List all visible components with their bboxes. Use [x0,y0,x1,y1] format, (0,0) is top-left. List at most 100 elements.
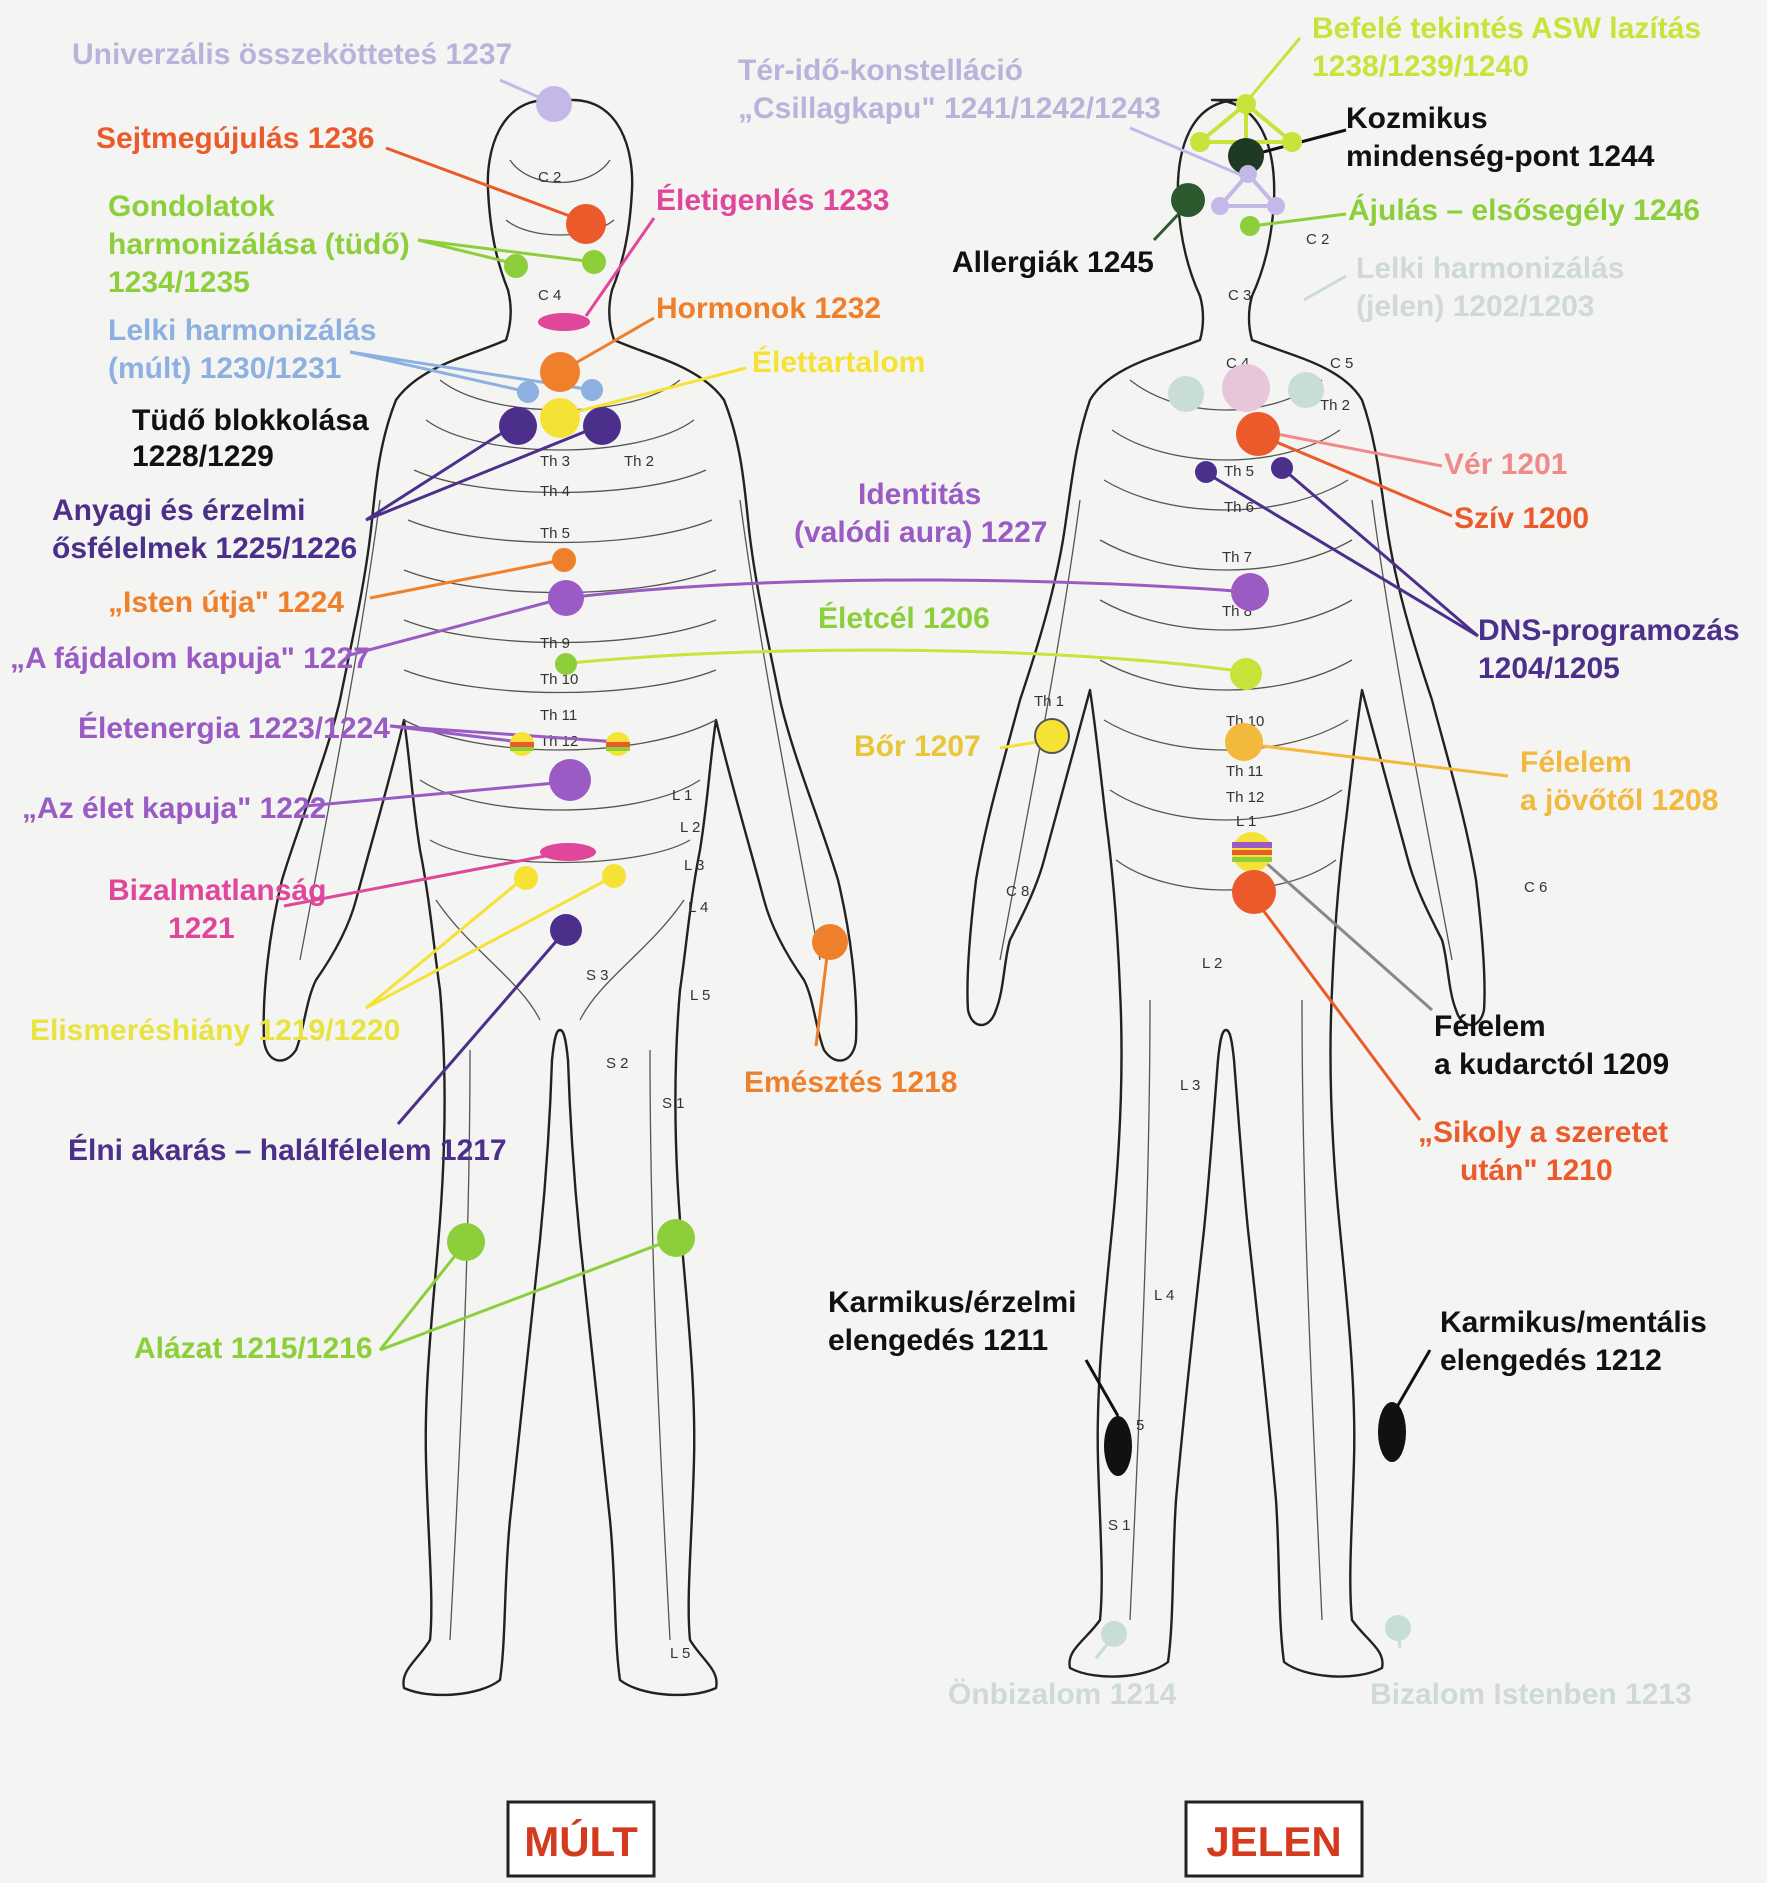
label-1221-a: Bizalmatlanság [108,874,326,907]
label-1209-a: Félelem [1434,1010,1546,1043]
vert-label: C 2 [1306,231,1329,248]
label-1225-b: ősfélelmek 1225/1226 [52,532,357,565]
dot-1219 [514,866,538,890]
label-1210-a: „Sikoly a szeretet [1418,1116,1668,1149]
label-1237: Univerzális összekötteteś 1237 [72,38,512,71]
panel-title-jelen: JELEN [1186,1802,1362,1876]
label-1245: Allergiák 1245 [952,246,1154,279]
leader-1206 [560,650,1244,672]
vert-label: L 1 [672,787,692,804]
label-1244-a: Kozmikus [1346,102,1488,135]
dot-1228 [499,407,537,445]
label-1206: Életcél 1206 [818,601,990,635]
label-1208-a: Félelem [1520,746,1632,779]
label-1238-a: Befelé tekintés ASW lazítás [1312,12,1701,45]
leader-1209 [1256,854,1432,1010]
label-1227b-a: Identitás [858,478,981,511]
dot-1206-right [1230,658,1262,690]
vert-label: Th 12 [1226,789,1264,806]
vert-label: Th 3 [540,453,570,470]
vert-label: L 2 [680,819,700,836]
panel-title-jelen-text: JELEN [1206,1818,1341,1865]
leader-1246 [1252,214,1346,226]
dot-1217 [550,914,582,946]
vert-label: S 3 [586,967,609,984]
left-labels: Univerzális összekötteteś 1237 Sejtmegúj… [10,38,958,1365]
dot-1208 [1225,723,1263,761]
dot-1220 [602,864,626,888]
vert-label: C 3 [1228,287,1251,304]
dot-1231 [581,379,603,401]
dot-1215 [447,1223,485,1261]
dot-1214 [1101,1621,1127,1647]
right-labels: Befelé tekintés ASW lazítás 1238/1239/12… [1312,12,1740,1711]
vert-label: Th 9 [540,635,570,652]
dot-1207 [1035,719,1069,753]
dot-1202 [1168,376,1204,412]
leader-1225 [366,424,604,520]
vert-label: C 6 [1524,879,1547,896]
panel-title-mult-text: MÚLT [524,1817,638,1865]
vert-label: S 1 [662,1095,685,1112]
panel-title-mult: MÚLT [508,1802,654,1876]
leader-1227 [346,598,564,656]
label-1202-a: Lelki harmonizálás [1356,252,1624,285]
dot-1227 [548,580,584,616]
label-1213: Bizalom Istenben 1213 [1370,1678,1692,1711]
dot-1210 [1232,870,1276,914]
leader-1215 [380,1238,676,1350]
label-1238-b: 1238/1239/1240 [1312,50,1529,83]
label-1225-a: Anyagi és érzelmi [52,494,305,527]
vert-label: Th 11 [540,707,577,724]
label-1244-b: mindenség-pont 1244 [1346,140,1655,173]
right-body-outline [967,100,1484,1677]
dot-1232 [540,352,580,392]
dot-1234 [504,254,528,278]
dot-1206-left [555,653,577,675]
dot-1236 [566,204,606,244]
dot-1222 [549,759,591,801]
label-1221-b: 1221 [168,912,235,945]
dot-1216 [657,1219,695,1257]
label-1234-c: 1234/1235 [108,266,250,299]
label-1215: Alázat 1215/1216 [134,1332,373,1365]
vert-label: Th 10 [540,671,578,688]
vert-label: Th 1 [1034,693,1064,710]
vert-label: L 1 [1236,813,1256,830]
leader-1238 [1248,38,1300,100]
vert-label: 5 [1136,1417,1144,1434]
vert-label: L 3 [684,857,704,874]
dot-1227b [1231,573,1269,611]
leader-1223 [390,726,618,742]
leader-1219 [366,876,614,1008]
label-1224: „Isten útja" 1224 [108,586,344,619]
vert-label: L 4 [688,899,708,916]
vert-label: S 2 [606,1055,629,1072]
label-1212-a: Karmikus/mentális [1440,1306,1707,1339]
label-1232: Hormonok 1232 [656,292,881,325]
dot-1237 [536,86,572,122]
label-1218: Emésztés 1218 [744,1066,958,1099]
vert-label: L 5 [670,1645,690,1662]
label-1246: Ájulás – elsősegély 1246 [1348,193,1700,227]
vert-label: Th 6 [1224,499,1254,516]
dot-1224 [552,548,576,572]
label-1233: Életigenlés 1233 [656,183,889,217]
dot-1205 [1271,457,1293,479]
label-1211-a: Karmikus/érzelmi [828,1286,1076,1319]
dot-1229 [583,407,621,445]
label-1241-b: „Csillagkapu" 1241/1242/1243 [738,92,1161,125]
dot-1213 [1385,1615,1411,1641]
vert-label: L 2 [1202,955,1222,972]
label-1209-b: a kudarctól 1209 [1434,1048,1669,1081]
label-1241-a: Tér-idő-konstelláció [738,54,1023,87]
right-body-figure [967,100,1484,1677]
vert-label: C 8 [1006,883,1029,900]
vert-label: Th 4 [540,483,570,500]
vert-label: Th 2 [1320,397,1350,414]
label-1236: Sejtmegújulás 1236 [96,122,374,155]
dot-heart-aura [1222,364,1270,412]
dot-1235 [582,250,606,274]
label-1227: „A fájdalom kapuja" 1227 [10,642,370,675]
